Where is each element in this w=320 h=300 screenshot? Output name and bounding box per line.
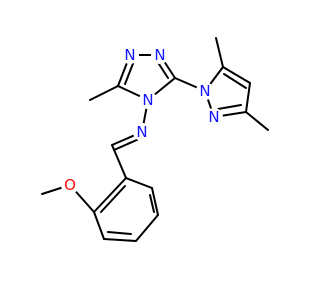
bond-benzene-4 xyxy=(103,238,137,242)
bond-c3pz-methyl xyxy=(245,111,269,131)
bond-benzene-2 xyxy=(151,187,159,216)
bond-benzene-1 xyxy=(125,177,153,189)
atom-n1-label: N xyxy=(124,46,135,64)
bond-c5pz-c4pz-double xyxy=(222,66,251,89)
atom-o-methoxy: O xyxy=(61,176,79,194)
atom-n4: N xyxy=(139,91,157,109)
bond-benzene-6 xyxy=(93,177,127,213)
bond-group xyxy=(41,37,269,242)
bond-c4pz-c3pz xyxy=(245,82,251,113)
molecule-structure-diagram: N N N N N N O xyxy=(41,37,269,242)
bond-c5-methyl xyxy=(89,85,119,101)
bond-benzene-inner-a xyxy=(149,194,155,213)
atom-n-pz2-label: N xyxy=(208,108,219,126)
atom-n2-label: N xyxy=(154,46,165,64)
bond-c5pz-methyl xyxy=(215,37,224,68)
bond-benzene-3 xyxy=(135,214,159,242)
atom-n1: N xyxy=(121,46,139,64)
atom-o-methoxy-label: O xyxy=(64,176,76,194)
atom-n-pz2: N xyxy=(205,108,223,126)
bond-benzene-inner-b xyxy=(107,231,132,235)
atom-n2: N xyxy=(151,46,169,64)
atom-n4-label: N xyxy=(142,91,153,109)
bond-benzene-inner-c xyxy=(100,185,126,213)
atom-n-pz1: N xyxy=(196,82,214,100)
atom-n-pz1-label: N xyxy=(199,82,210,100)
atom-n-imine-label: N xyxy=(136,123,147,141)
bond-cimine-aromatic xyxy=(111,144,127,179)
atom-n-imine: N xyxy=(133,123,151,141)
bond-benzene-5 xyxy=(93,211,105,240)
